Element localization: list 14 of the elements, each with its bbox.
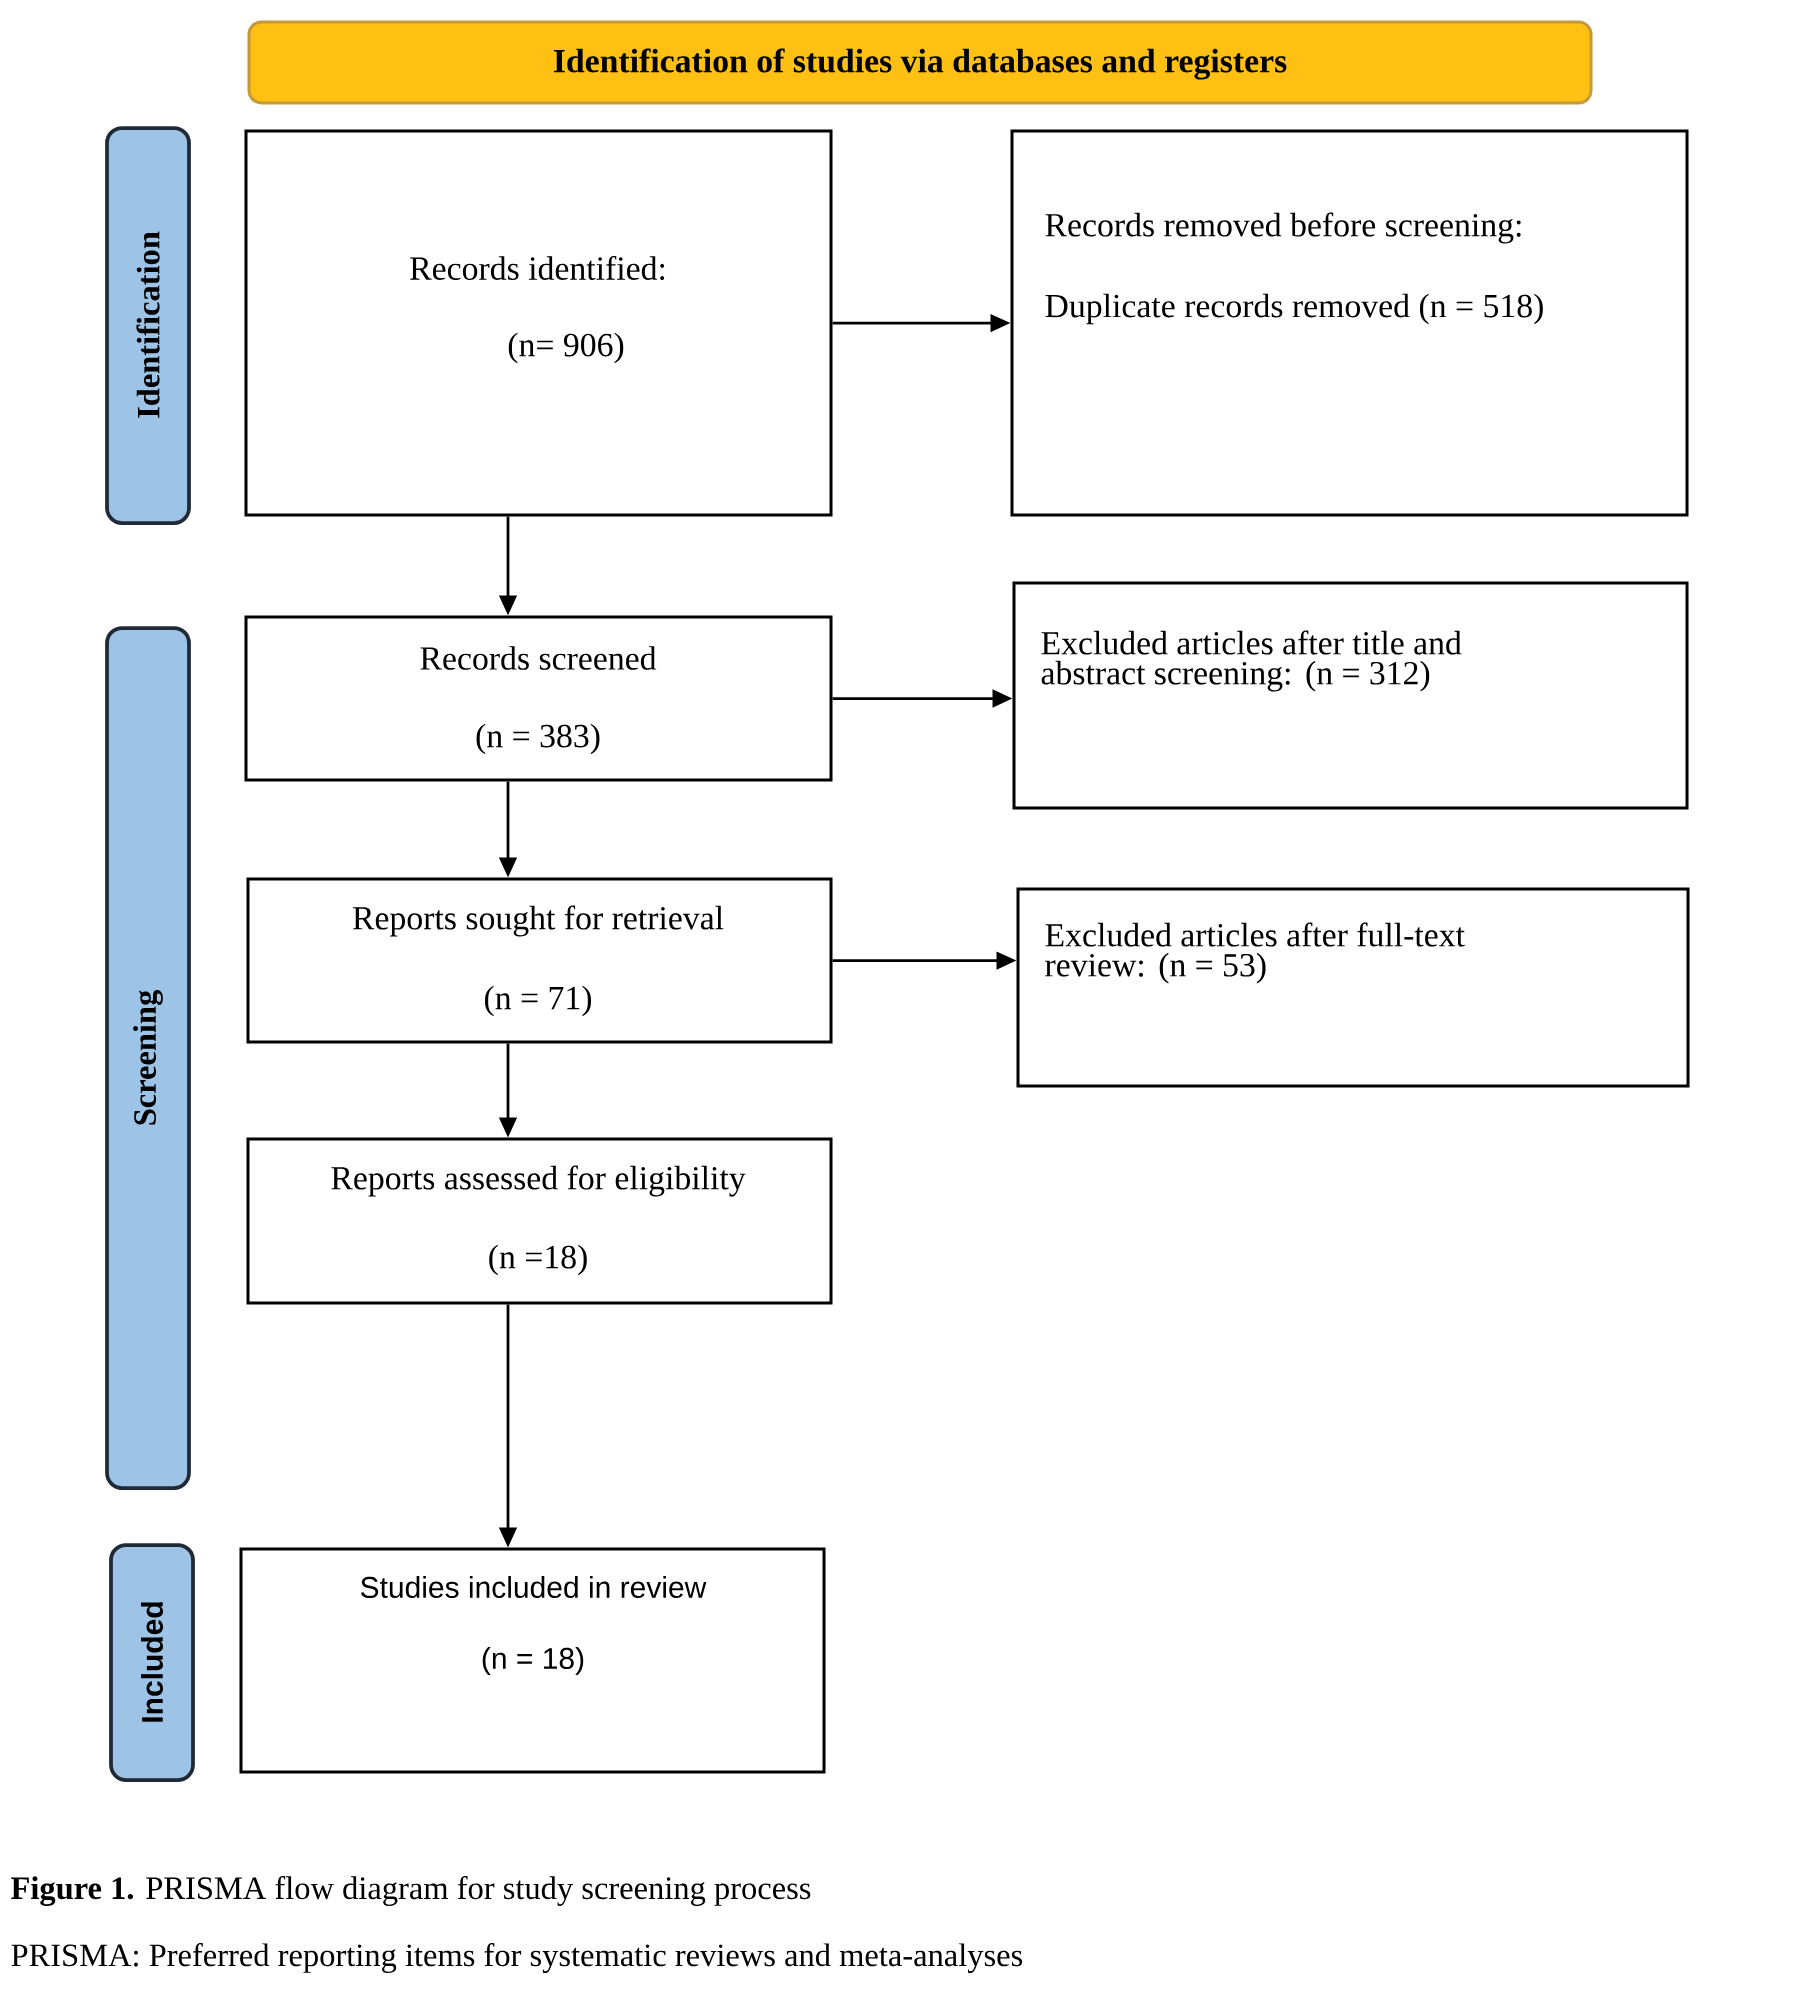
process-box: Excluded articles after full-text review: (n = 53) — [1016, 887, 1690, 1088]
abbreviation-note: PRISMA: Preferred reporting items for systematic reviews and meta-analyses — [11, 1943, 1023, 1973]
process-box: Records removed before screening: Duplicate records removed (n = 518) — [1010, 129, 1689, 517]
stage-band: Identification — [105, 126, 191, 525]
stage-band: Included — [109, 1543, 195, 1782]
header-banner: Identification of studies via databases and registers — [247, 20, 1593, 105]
process-box: Studies included in review (n = 18) — [239, 1547, 826, 1774]
process-box: Reports sought for retrieval (n = 71) — [246, 877, 833, 1044]
process-box: Records identified: (n= 906) — [244, 129, 833, 517]
process-box: Reports assessed for eligibility (n =18) — [246, 1137, 833, 1305]
figure-caption: Figure 1. PRISMA flow diagram for study screening process — [11, 1876, 811, 1907]
process-box: Records screened (n = 383) — [244, 615, 833, 782]
stage-band: Screening — [105, 626, 191, 1490]
process-box: Excluded articles after title and abstract screening: (n = 312) — [1012, 581, 1689, 810]
